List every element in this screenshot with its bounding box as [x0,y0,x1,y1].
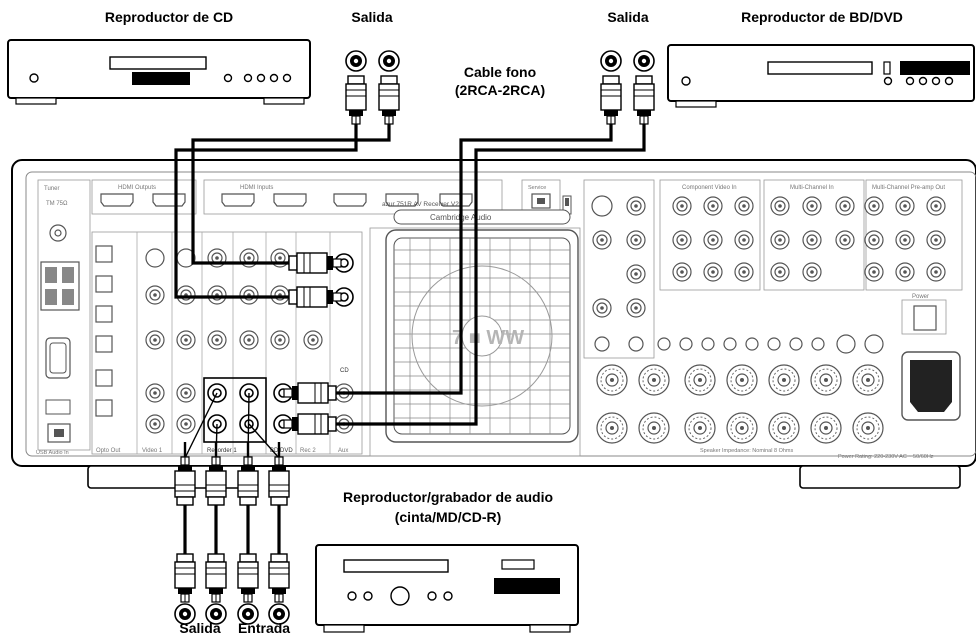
cd-player-device [8,40,310,104]
model-label: azur 751R AV Receiver V2 [382,201,459,208]
fan-watermark: 7 ■ WW [452,327,524,349]
cd-player-label: Reproductor de CD [105,9,233,25]
cd-output-jack-left [346,51,366,71]
usb-label: USB Audio In [36,450,69,456]
audio-recorder-device [316,545,578,632]
recorder-label-line2: (cinta/MD/CD-R) [395,509,502,525]
recorder1-label: Recorder 1 [207,448,237,454]
svg-text:TM 75Ω: TM 75Ω [46,201,68,207]
component-label: Component Video In [682,185,737,191]
cable-label-line1: Cable fono [464,64,536,80]
power-label: Power [912,294,929,300]
multich-in-label: Multi-Channel In [790,185,834,191]
opto-out-label: Opto Out [96,448,121,454]
tuner-label: Tuner [44,186,59,192]
aux-label: Aux [338,448,348,454]
service-label: Service [528,185,546,191]
hdmi-out-label: HDMI Outputs [118,185,156,191]
hdmi-in-label: HDMI Inputs [240,185,273,191]
output-label-right: Salida [607,9,648,25]
rec2-label: Rec 2 [300,448,316,454]
bd-dvd-player-device [668,45,974,107]
cd-label: CD [340,368,349,374]
bottom-input-label: Entrada [238,620,290,636]
bd-output-jack-right [634,51,654,71]
multich-out-label: Multi-Channel Pre-amp Out [872,185,945,191]
power-rating-label: Power Rating: 220-230V AC ~ 50/60Hz [838,454,934,460]
recorder-label-line1: Reproductor/grabador de audio [343,489,553,505]
cd-output-jack-right [379,51,399,71]
output-label-left: Salida [351,9,392,25]
bd-output-jack-left [601,51,621,71]
receiver-back-panel: Tuner TM 75Ω USB Audio In HDMI Outputs H… [12,160,976,488]
cable-label-line2: (2RCA-2RCA) [455,82,545,98]
bottom-output-label: Salida [179,620,220,636]
video1-label: Video 1 [142,448,163,454]
speaker-imp-label: Speaker Impedance: Nominal 8 Ohms [700,448,793,454]
bd-dvd-player-label: Reproductor de BD/DVD [741,9,903,25]
